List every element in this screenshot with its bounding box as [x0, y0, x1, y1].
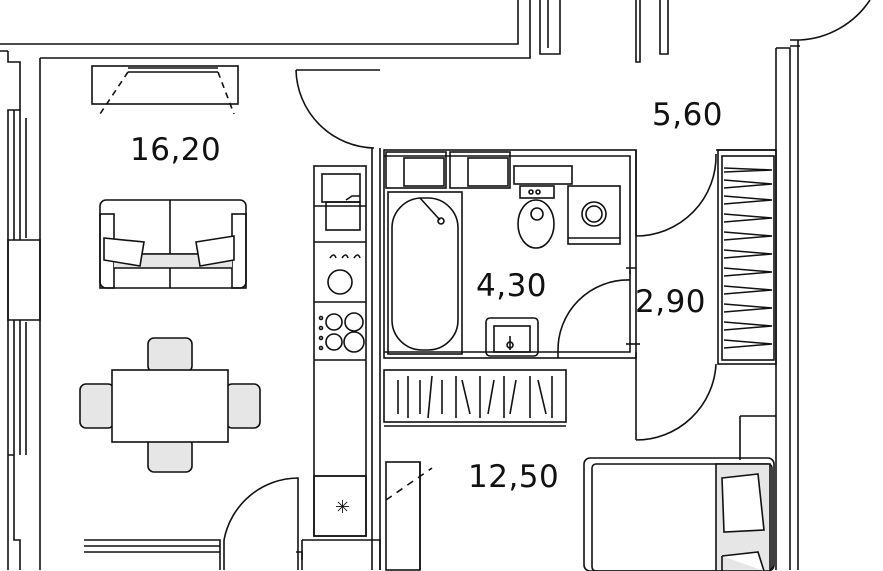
hall-door	[295, 69, 380, 149]
living-room-area-label: 16,20	[130, 132, 222, 168]
corridor-wardrobe	[383, 369, 567, 427]
bedroom-area-label: 12,50	[468, 459, 560, 495]
kitchen-unit	[296, 148, 381, 570]
bed	[583, 415, 776, 571]
hallway-area-label: 5,60	[652, 97, 724, 133]
dining-table	[79, 337, 261, 473]
wardrobe	[635, 149, 777, 441]
wardrobe-area-label: 2,90	[635, 284, 707, 320]
bathroom-area-label: 4,30	[476, 268, 548, 304]
bedroom-door	[385, 461, 433, 571]
bathroom	[383, 149, 637, 359]
radiator-window	[91, 65, 239, 115]
living-door	[84, 477, 299, 570]
fridge-snowflake-icon: ✳	[335, 497, 351, 518]
bath-door	[557, 149, 776, 372]
sofa	[99, 199, 247, 289]
